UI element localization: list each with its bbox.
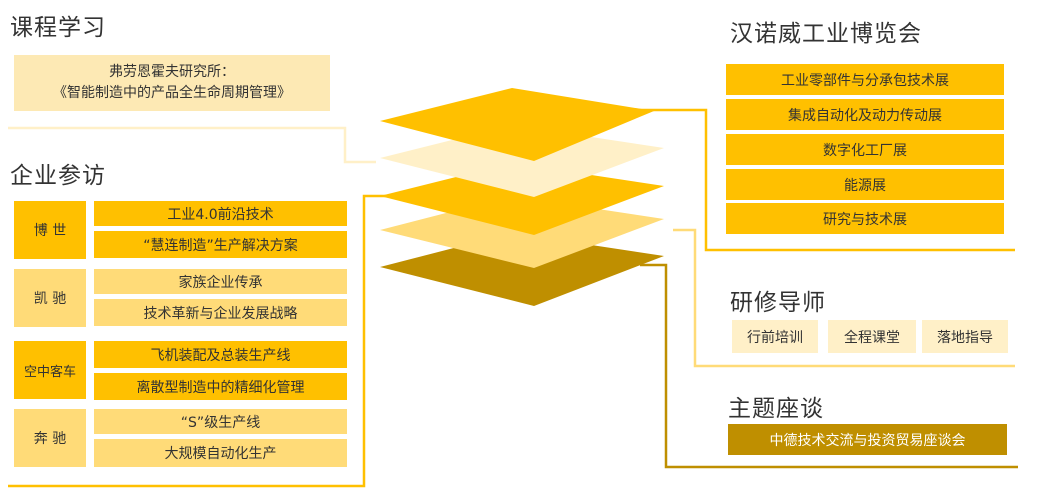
connector-fair [636, 108, 1015, 252]
fair-heading: 汉诺威工业博览会 [730, 21, 922, 47]
karcher-item-1: 家族企业传承 [94, 269, 347, 294]
company-mercedes: 奔 驰 [14, 409, 86, 467]
course-box: 弗劳恩霍夫研究所： 《智能制造中的产品全生命周期管理》 [14, 55, 330, 111]
mentor-heading: 研修导师 [730, 290, 826, 316]
fair-item-3: 数字化工厂展 [726, 134, 1004, 165]
fair-item-5: 研究与技术展 [726, 203, 1004, 234]
layer-3 [380, 163, 664, 235]
layer-5 [380, 233, 664, 306]
mentor-item-2: 全程课堂 [828, 320, 916, 353]
karcher-item-2: 技术革新与企业发展战略 [94, 299, 347, 326]
connector-visits [8, 194, 386, 488]
airbus-item-2: 离散型制造中的精细化管理 [94, 373, 347, 400]
forum-heading: 主题座谈 [728, 396, 824, 422]
company-bosch: 博 世 [14, 201, 86, 259]
layer-2 [380, 125, 664, 197]
mercedes-item-1: “S”级生产线 [94, 409, 347, 434]
fair-item-1: 工业零部件与分承包技术展 [726, 64, 1004, 95]
course-heading: 课程学习 [10, 15, 106, 41]
company-airbus: 空中客车 [14, 341, 86, 399]
visits-heading: 企业参访 [10, 163, 106, 189]
fair-item-4: 能源展 [726, 169, 1004, 200]
fair-item-2: 集成自动化及动力传动展 [726, 99, 1004, 130]
course-institute: 弗劳恩霍夫研究所： [109, 64, 235, 80]
company-karcher: 凯 驰 [14, 269, 86, 327]
connector-mentor [673, 228, 1015, 368]
bosch-item-2: “慧连制造”生产解决方案 [94, 231, 347, 258]
connector-forum [640, 263, 1018, 469]
airbus-item-1: 飞机装配及总装生产线 [94, 341, 347, 368]
bosch-item-1: 工业4.0前沿技术 [94, 201, 347, 226]
mentor-item-3: 落地指导 [922, 320, 1008, 353]
course-title: 《智能制造中的产品全生命周期管理》 [53, 85, 291, 101]
forum-item: 中德技术交流与投资贸易座谈会 [728, 424, 1007, 455]
layer-4 [380, 196, 664, 268]
layer-1 [380, 88, 654, 161]
connector-course [8, 126, 376, 164]
mercedes-item-2: 大规模自动化生产 [94, 439, 347, 467]
mentor-item-1: 行前培训 [732, 320, 818, 353]
